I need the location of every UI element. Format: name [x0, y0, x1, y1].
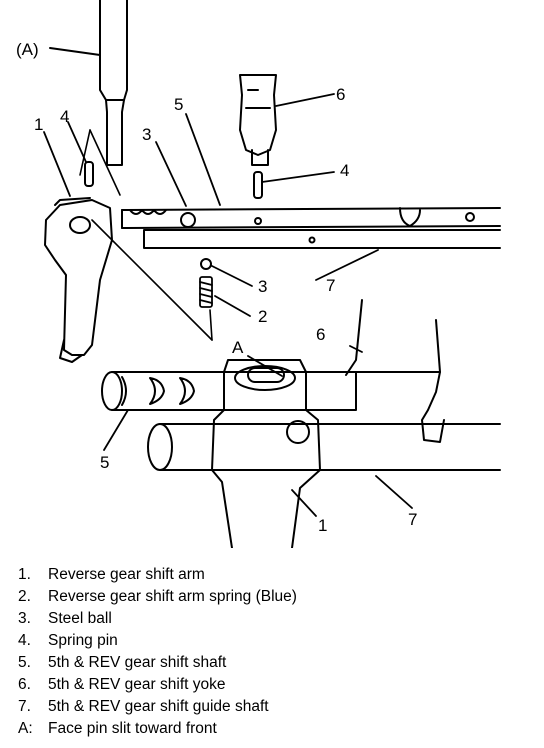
legend-key: 5. — [18, 654, 31, 671]
shift-yoke-upper — [239, 74, 277, 166]
callout-5-upper: 5 — [174, 95, 183, 114]
legend-item: 5. 5th & REV gear shift shaft — [18, 652, 297, 674]
legend-text: Steel ball — [48, 610, 112, 627]
legend-key: A: — [18, 720, 33, 737]
legend-item: A: Face pin slit toward front — [18, 718, 297, 740]
legend-key: 4. — [18, 632, 31, 649]
callout-7-upper: 7 — [326, 276, 335, 295]
callout-3-upper: 3 — [142, 125, 151, 144]
legend-text: Reverse gear shift arm spring (Blue) — [48, 588, 297, 605]
callout-3-mid: 3 — [258, 277, 267, 296]
callout-leaders — [43, 93, 413, 517]
callout-6-upper: 6 — [336, 85, 345, 104]
legend-key: 1. — [18, 566, 31, 583]
legend-text: Face pin slit toward front — [48, 720, 217, 737]
shift-arm-spring — [199, 276, 213, 308]
callout-7-lower: 7 — [408, 510, 417, 529]
tool-a — [99, 0, 128, 166]
legend-item: 7. 5th & REV gear shift guide shaft — [18, 696, 297, 718]
leader-a-top — [49, 47, 101, 56]
legend-text: Reverse gear shift arm — [48, 566, 205, 583]
legend-key: 3. — [18, 610, 31, 627]
reverse-shift-arm-upper — [44, 197, 113, 363]
callout-a-top: (A) — [16, 40, 39, 59]
steel-ball — [200, 258, 212, 270]
shift-yoke-lower — [345, 299, 445, 443]
legend-text: 5th & REV gear shift guide shaft — [48, 698, 269, 715]
callout-4-upper-right: 4 — [340, 161, 349, 180]
legend-item: 1. Reverse gear shift arm — [18, 564, 297, 586]
legend-item: 6. 5th & REV gear shift yoke — [18, 674, 297, 696]
callout-6-lower: 6 — [316, 325, 325, 344]
callout-1-upper: 1 — [34, 115, 43, 134]
callout-5-lower: 5 — [100, 453, 109, 472]
legend-text: Spring pin — [48, 632, 118, 649]
guide-shaft-lower — [147, 423, 501, 471]
legend-text: 5th & REV gear shift shaft — [48, 654, 227, 671]
shift-shaft-lower — [101, 371, 357, 411]
spring-pin-upper-left — [84, 161, 94, 187]
legend-key: 6. — [18, 676, 31, 693]
legend-text: 5th & REV gear shift yoke — [48, 676, 226, 693]
callout-4-upper-left: 4 — [60, 107, 69, 126]
spring-pin-upper-right — [253, 171, 263, 199]
callout-2-mid: 2 — [258, 307, 267, 326]
legend-item: 4. Spring pin — [18, 630, 297, 652]
callout-1-lower: 1 — [318, 516, 327, 535]
legend-key: 7. — [18, 698, 31, 715]
reverse-shift-arm-lower — [211, 359, 321, 548]
callout-a-lower: A — [232, 338, 244, 357]
legend-item: 2. Reverse gear shift arm spring (Blue) — [18, 586, 297, 608]
guide-shaft-upper — [143, 229, 501, 249]
legend-item: 3. Steel ball — [18, 608, 297, 630]
parts-legend: 1. Reverse gear shift arm 2. Reverse gear … — [18, 564, 297, 740]
alignment-lines — [79, 129, 213, 341]
shift-shaft-upper — [121, 207, 501, 229]
legend-key: 2. — [18, 588, 31, 605]
exploded-diagram: (A) 1 4 3 5 6 4 3 2 7 6 A 5 1 7 — [16, 0, 501, 548]
